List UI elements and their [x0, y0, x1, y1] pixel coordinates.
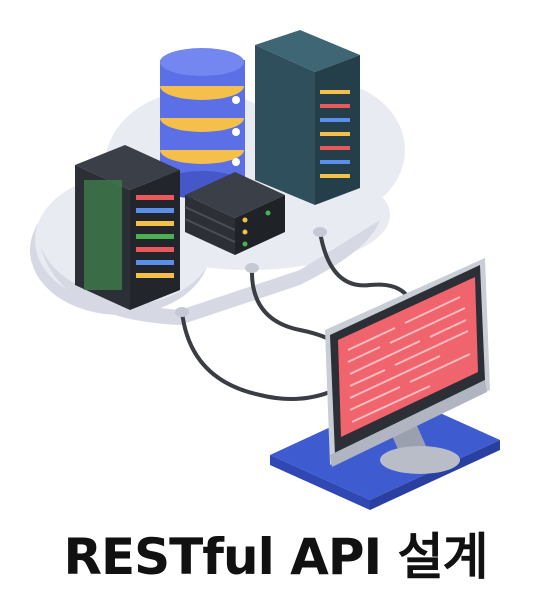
server-rack-icon: [75, 145, 180, 310]
server-cloud-illustration: [30, 30, 500, 510]
server-tower-icon: [255, 30, 360, 205]
network-switch-icon: [184, 172, 285, 255]
database-icon: [160, 48, 245, 199]
page-title: RESTful API 설계: [63, 528, 488, 586]
monitor-icon: [325, 258, 490, 474]
